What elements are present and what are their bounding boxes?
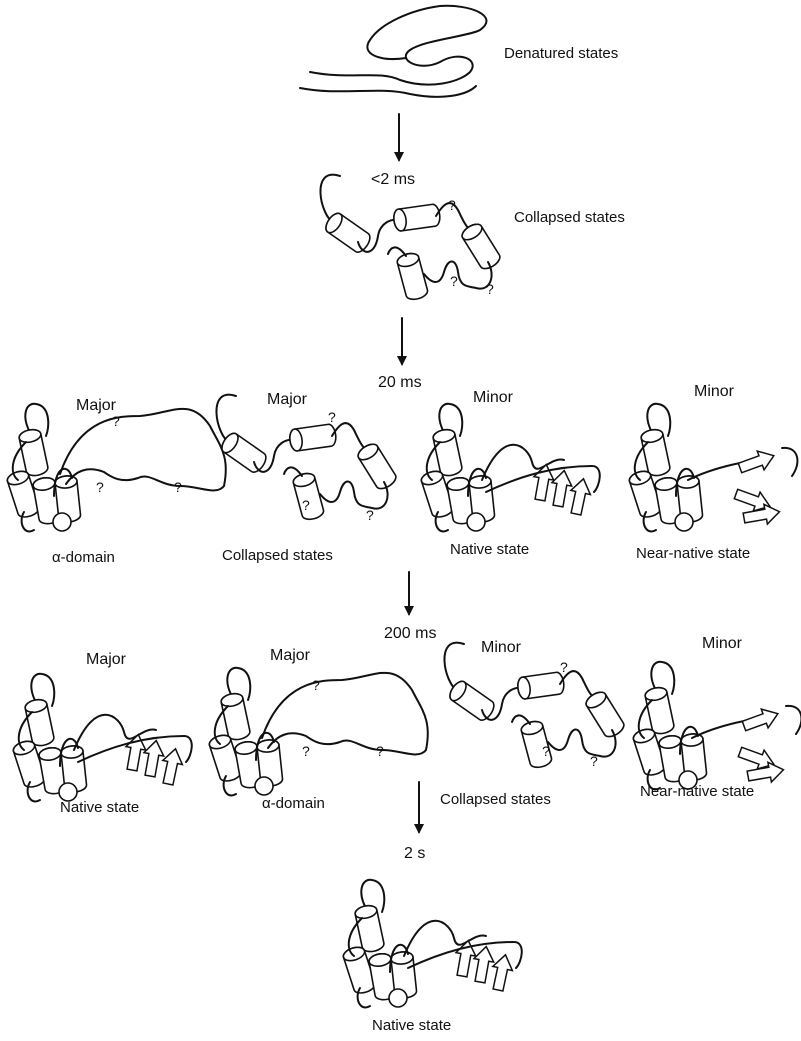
time-label-2s: 2 s <box>404 846 425 862</box>
major-label-1: Major <box>76 398 116 414</box>
state-label-near-native: Near-native state <box>636 546 750 561</box>
native-structure-20ms <box>420 404 600 532</box>
unknown-structure-mark: ? <box>312 677 320 693</box>
time-label-2ms: <2 ms <box>371 172 415 188</box>
minor-label-4: Minor <box>702 636 742 652</box>
unknown-structure-mark: ? <box>376 743 384 759</box>
collapsed-structure-20ms: ? ? ? <box>216 395 398 523</box>
unknown-structure-mark: ? <box>448 197 456 213</box>
time-label-20ms: 20 ms <box>378 375 422 391</box>
native-structure-200ms <box>12 674 192 802</box>
native-structure-final <box>342 880 522 1008</box>
state-label-near-native-200: Near-native state <box>640 784 754 799</box>
unknown-structure-mark: ? <box>450 273 458 289</box>
unknown-structure-mark: ? <box>96 479 104 495</box>
arrow-1 <box>394 114 404 162</box>
state-label-collapsed: Collapsed states <box>222 548 333 563</box>
time-label-200ms: 200 ms <box>384 626 436 642</box>
state-label-alpha-domain-200: α-domain <box>262 796 325 811</box>
major-label-4: Major <box>270 648 310 664</box>
near-native-structure-20ms <box>628 404 798 532</box>
state-label-alpha-domain: α-domain <box>52 550 115 565</box>
arrow-2 <box>397 318 407 366</box>
alpha-domain-structure-200ms: ? ? ? <box>208 668 428 796</box>
major-label-2: Major <box>267 392 307 408</box>
unknown-structure-mark: ? <box>590 753 598 769</box>
minor-label-3: Minor <box>481 640 521 656</box>
arrow-4 <box>414 782 424 834</box>
state-label-native-200: Native state <box>60 800 139 815</box>
denatured-chain <box>300 6 486 97</box>
unknown-structure-mark: ? <box>366 507 374 523</box>
unknown-structure-mark: ? <box>302 743 310 759</box>
minor-label-2: Minor <box>694 384 734 400</box>
unknown-structure-mark: ? <box>486 281 494 297</box>
unknown-structure-mark: ? <box>174 479 182 495</box>
state-label-native: Native state <box>450 542 529 557</box>
collapsed-states-label: Collapsed states <box>514 210 625 225</box>
alpha-domain-structure-20ms: ? ? ? <box>6 404 226 532</box>
unknown-structure-mark: ? <box>542 743 550 759</box>
state-label-collapsed-200: Collapsed states <box>440 792 551 807</box>
unknown-structure-mark: ? <box>560 659 568 675</box>
collapsed-structure-200ms: ? ? ? <box>444 643 626 770</box>
unknown-structure-mark: ? <box>302 497 310 513</box>
unknown-structure-mark: ? <box>328 409 336 425</box>
minor-label-1: Minor <box>473 390 513 406</box>
state-label-native-final: Native state <box>372 1018 451 1033</box>
collapsed-structure-stage: ? ? ? <box>320 175 502 302</box>
denatured-states-label: Denatured states <box>504 46 618 61</box>
major-label-3: Major <box>86 652 126 668</box>
near-native-structure-200ms <box>632 662 801 790</box>
unknown-structure-mark: ? <box>112 413 120 429</box>
arrow-3 <box>404 572 414 616</box>
